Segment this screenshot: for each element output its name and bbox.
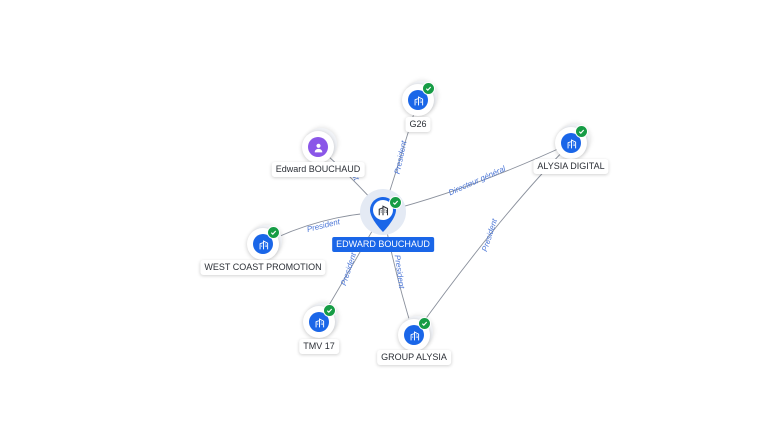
building-icon — [404, 325, 424, 345]
building-icon — [253, 234, 273, 254]
building-icon — [309, 312, 329, 332]
node-bubble[interactable] — [555, 125, 588, 159]
verified-check-icon — [323, 304, 336, 317]
edge-label: President — [393, 254, 407, 289]
node-bubble[interactable] — [303, 304, 336, 338]
verified-check-icon — [389, 196, 402, 209]
verified-check-icon — [267, 226, 280, 239]
node-label[interactable]: WEST COAST PROMOTION — [200, 260, 326, 275]
node-bubble[interactable] — [247, 226, 280, 260]
building-icon — [408, 90, 428, 110]
edge-label: President — [339, 251, 358, 287]
verified-check-icon — [575, 125, 588, 138]
node-label[interactable]: G26 — [405, 117, 431, 132]
node-label[interactable]: ALYSIA DIGITAL — [533, 159, 609, 174]
node-bubble[interactable] — [302, 131, 334, 163]
edge-label: Directeur général — [447, 164, 507, 197]
node-label[interactable]: GROUP ALYSIA — [377, 350, 451, 365]
verified-check-icon — [422, 82, 435, 95]
building-icon — [561, 133, 581, 153]
edge-label: President — [480, 217, 499, 253]
edge-label: President — [393, 139, 409, 175]
node-bubble[interactable] — [398, 317, 431, 351]
node-label[interactable]: TMV 17 — [299, 339, 339, 354]
center-node-label[interactable]: EDWARD BOUCHAUD — [332, 237, 434, 252]
node-bubble[interactable] — [402, 82, 435, 116]
person-icon — [308, 137, 328, 157]
verified-check-icon — [418, 317, 431, 330]
node-label[interactable]: Edward BOUCHAUD — [271, 162, 365, 177]
edge-label: President — [306, 217, 342, 234]
